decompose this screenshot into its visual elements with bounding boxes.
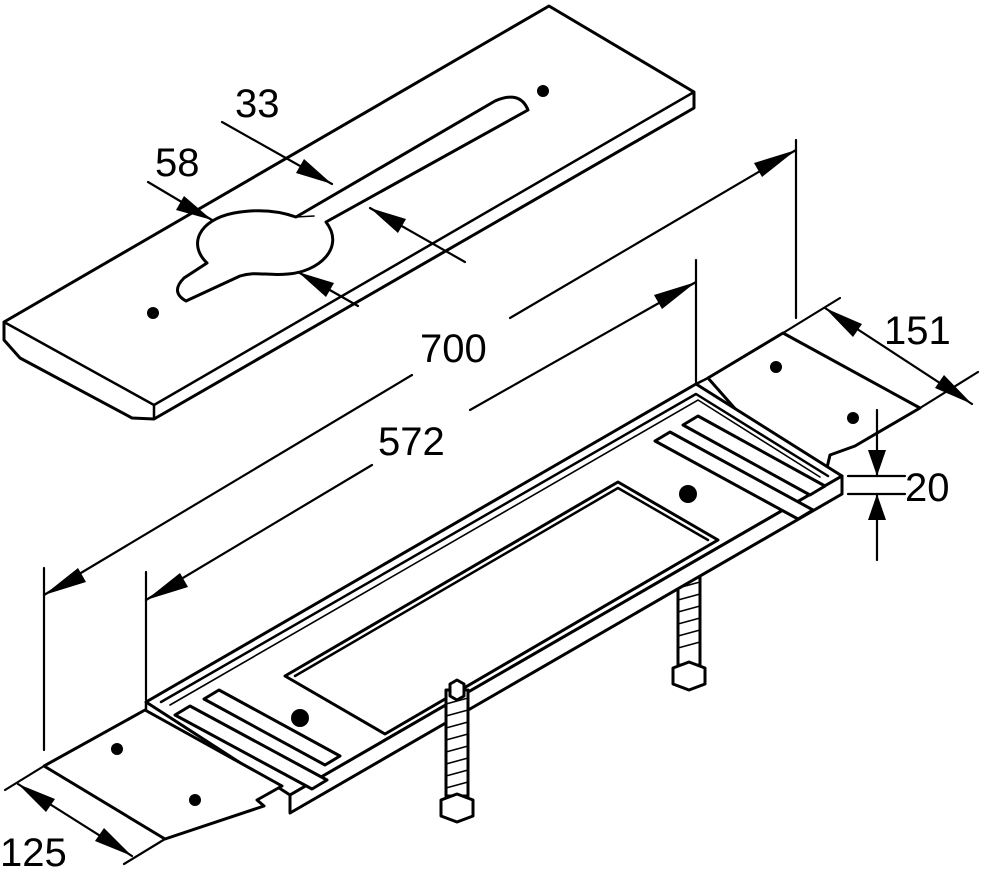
dimension-keyhole-diameter: 58 <box>146 141 360 308</box>
keyhole-slot <box>176 95 530 303</box>
mounting-hole <box>147 307 159 319</box>
mounting-hole <box>770 361 782 373</box>
front-bolt <box>439 678 475 824</box>
dimension-inner-length: 572 <box>144 258 698 702</box>
rear-bolt-2 <box>671 573 707 692</box>
mounting-hole <box>291 709 309 727</box>
mounting-hole <box>537 85 549 97</box>
dimension-thickness: 20 <box>846 408 950 562</box>
label-572: 572 <box>378 420 445 464</box>
dimension-overall-length: 700 <box>42 138 798 752</box>
label-151: 151 <box>884 309 951 353</box>
base-frame <box>144 376 844 815</box>
dimension-end-width-left: 125 <box>0 764 167 872</box>
mounting-hole <box>847 412 859 424</box>
label-33: 33 <box>235 82 280 126</box>
cover-plate <box>2 4 696 421</box>
dimension-slot-width: 33 <box>220 82 467 264</box>
mounting-hole <box>111 743 123 755</box>
label-125: 125 <box>0 831 67 872</box>
label-700: 700 <box>420 327 487 371</box>
frame-opening <box>283 480 720 736</box>
label-58: 58 <box>155 141 200 185</box>
mounting-hole <box>679 485 697 503</box>
dimension-end-width-right: 151 <box>781 296 980 410</box>
label-20: 20 <box>905 466 950 510</box>
mounting-hole <box>189 794 201 806</box>
